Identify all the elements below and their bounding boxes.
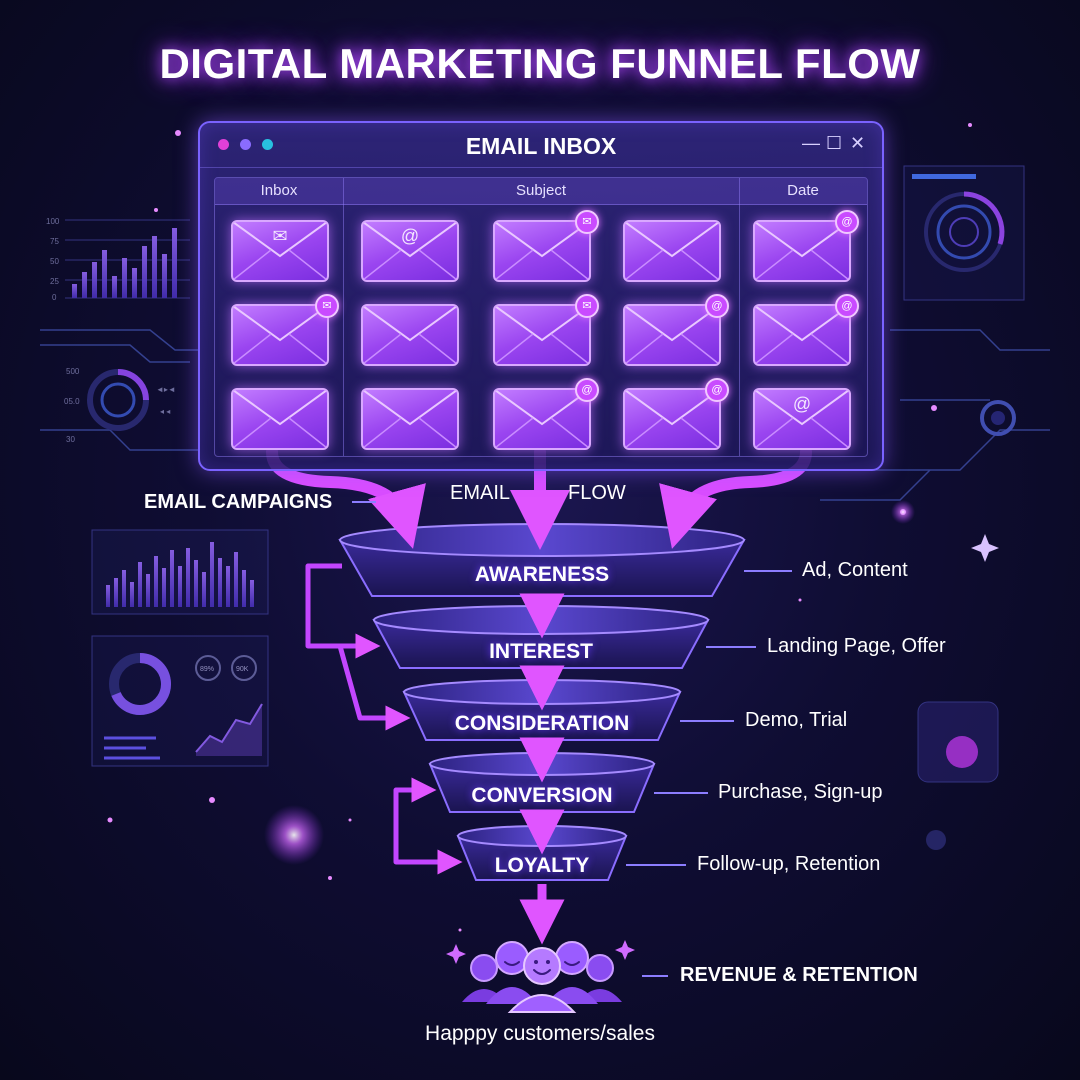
envelope-icon: ✉ bbox=[272, 226, 288, 246]
svg-text:75: 75 bbox=[50, 237, 59, 246]
email-item[interactable] bbox=[231, 304, 329, 366]
svg-text:100: 100 bbox=[46, 217, 60, 226]
mail-badge-icon: ✉ bbox=[315, 294, 339, 318]
inbox-table: Inbox Subject Date ✉ @ bbox=[214, 177, 868, 457]
email-item[interactable] bbox=[361, 388, 459, 450]
email-item[interactable] bbox=[623, 304, 721, 366]
happy-customers-icon bbox=[462, 941, 622, 1013]
mail-badge-icon: ✉ bbox=[575, 294, 599, 318]
stage-label-awareness: AWARENESS bbox=[474, 563, 610, 586]
stage-label-conversion: CONVERSION bbox=[471, 784, 613, 807]
column-divider bbox=[343, 178, 344, 456]
stage-label-interest: INTEREST bbox=[489, 640, 593, 663]
window-title-bar: EMAIL INBOX — ☐ ✕ bbox=[200, 123, 882, 168]
connector-line bbox=[744, 570, 792, 572]
column-header-date[interactable]: Date bbox=[787, 182, 819, 199]
stage-label-loyalty: LOYALTY bbox=[494, 854, 590, 877]
email-item[interactable] bbox=[231, 388, 329, 450]
svg-text:30: 30 bbox=[66, 435, 75, 444]
stage-note-consideration: Demo, Trial bbox=[745, 709, 848, 731]
inbox-table-header: Inbox Subject Date bbox=[215, 178, 867, 205]
svg-text:50: 50 bbox=[50, 257, 59, 266]
connector-line bbox=[654, 792, 708, 794]
connector-line bbox=[626, 864, 686, 866]
stage-note-conversion: Purchase, Sign-up bbox=[718, 781, 883, 803]
dashboard-decoration-left: 100 75 50 25 0 500 05.0 30 ◄▸◄ ◂ ◂ bbox=[40, 217, 269, 767]
maximize-icon[interactable]: ☐ bbox=[826, 133, 843, 153]
traffic-light-purple[interactable] bbox=[240, 139, 251, 150]
connector-line bbox=[680, 720, 734, 722]
email-item[interactable] bbox=[623, 220, 721, 282]
minimize-icon[interactable]: — bbox=[802, 133, 820, 153]
stage-note-interest: Landing Page, Offer bbox=[767, 635, 946, 657]
email-item[interactable]: ✉ bbox=[231, 220, 329, 282]
email-inbox-window: EMAIL INBOX — ☐ ✕ Inbox Subject Date ✉ @ bbox=[198, 121, 884, 471]
svg-text:90K: 90K bbox=[236, 666, 249, 673]
window-title: EMAIL INBOX bbox=[465, 133, 617, 159]
at-sign-icon: @ bbox=[835, 210, 859, 234]
email-item[interactable] bbox=[493, 304, 591, 366]
revenue-retention-label: REVENUE & RETENTION bbox=[680, 964, 918, 986]
svg-text:89%: 89% bbox=[200, 666, 214, 673]
at-sign-icon: @ bbox=[705, 294, 729, 318]
at-sign-icon: @ bbox=[835, 294, 859, 318]
at-sign-icon: @ bbox=[792, 394, 812, 414]
svg-text:◂ ◂: ◂ ◂ bbox=[160, 407, 170, 416]
connector-line bbox=[706, 646, 756, 648]
svg-text:05.0: 05.0 bbox=[64, 397, 80, 406]
svg-text:0: 0 bbox=[52, 293, 57, 302]
happy-customers-caption: Happpy customers/sales bbox=[425, 1022, 655, 1045]
email-item[interactable] bbox=[753, 304, 851, 366]
email-item[interactable] bbox=[493, 388, 591, 450]
email-label: EMAIL bbox=[450, 482, 511, 504]
column-header-subject[interactable]: Subject bbox=[515, 182, 567, 199]
column-header-inbox[interactable]: Inbox bbox=[260, 182, 298, 199]
traffic-light-red[interactable] bbox=[218, 139, 229, 150]
close-icon[interactable]: ✕ bbox=[850, 133, 866, 153]
email-item[interactable] bbox=[493, 220, 591, 282]
column-divider bbox=[739, 178, 740, 456]
svg-text:◄▸◄: ◄▸◄ bbox=[156, 385, 176, 394]
dashboard-decoration-right bbox=[820, 165, 1050, 850]
email-item[interactable]: @ bbox=[361, 220, 459, 282]
email-item[interactable] bbox=[361, 304, 459, 366]
stage-label-consideration: CONSIDERATION bbox=[454, 712, 630, 735]
at-sign-icon: @ bbox=[575, 378, 599, 402]
stage-note-awareness: Ad, Content bbox=[802, 559, 908, 581]
email-item[interactable] bbox=[623, 388, 721, 450]
page-title: DIGITAL MARKETING FUNNEL FLOW bbox=[159, 40, 921, 87]
mail-badge-icon: ✉ bbox=[575, 210, 599, 234]
stage-note-loyalty: Follow-up, Retention bbox=[697, 853, 881, 875]
at-sign-icon: @ bbox=[705, 378, 729, 402]
traffic-light-cyan[interactable] bbox=[262, 139, 273, 150]
email-item[interactable] bbox=[753, 220, 851, 282]
email-item[interactable]: @ bbox=[753, 388, 851, 450]
at-sign-icon: @ bbox=[400, 226, 420, 246]
svg-text:25: 25 bbox=[50, 277, 59, 286]
email-campaigns-label: EMAIL CAMPAIGNS bbox=[144, 491, 333, 513]
svg-text:500: 500 bbox=[66, 367, 80, 376]
flow-label: FLOW bbox=[568, 482, 626, 504]
